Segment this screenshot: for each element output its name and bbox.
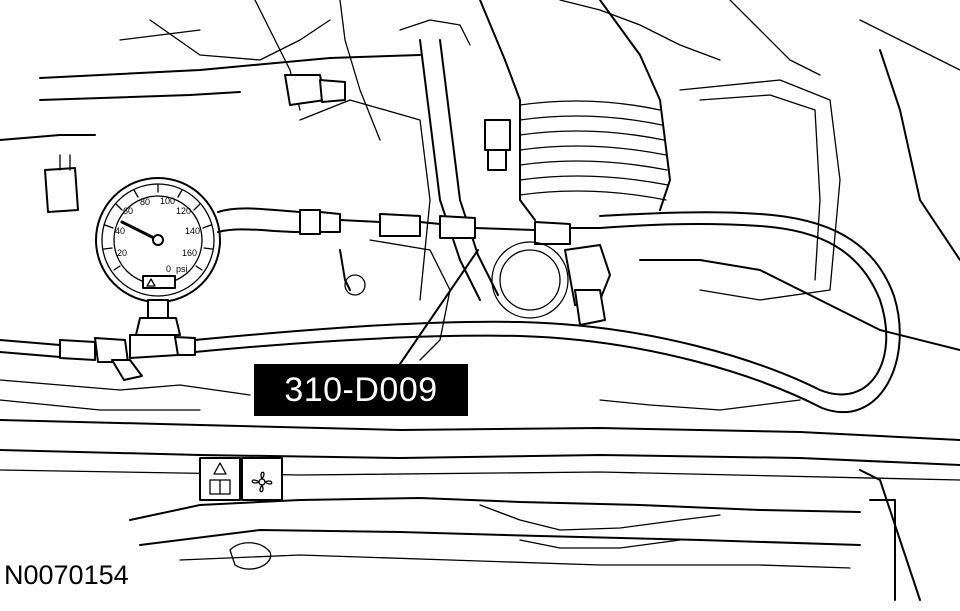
fuel-rail-test-port xyxy=(339,241,611,326)
air-intake-hose xyxy=(479,0,671,221)
fuel-rail-line xyxy=(419,39,511,301)
warning-triangle-icon xyxy=(213,462,227,475)
gauge-scale-140: 140 xyxy=(185,226,200,236)
gauge-scale-80: 80 xyxy=(140,197,150,207)
gauge-scale-60: 60 xyxy=(123,206,133,216)
tool-callout-label: 310-D009 xyxy=(254,364,468,416)
gauge-zero: 0 xyxy=(166,264,171,274)
warning-labels xyxy=(199,457,283,501)
gauge-scale-100: 100 xyxy=(160,196,175,206)
callout-leader xyxy=(399,249,479,365)
gauge-scale-40: 40 xyxy=(115,226,125,236)
gauge-hoses xyxy=(0,207,901,414)
gauge-scale-20: 20 xyxy=(117,248,127,258)
fan-icon xyxy=(251,471,273,493)
gauge-scale-120: 120 xyxy=(176,206,191,216)
figure-id: N0070154 xyxy=(4,560,129,590)
gauge-unit: psi xyxy=(176,264,188,274)
electrical-connector xyxy=(44,74,346,213)
manual-book-icon xyxy=(209,479,231,495)
gauge-ticks xyxy=(103,183,213,271)
gauge-scale-160: 160 xyxy=(182,248,197,258)
gauge-needle xyxy=(120,220,160,242)
fuel-pressure-gauge: 20 40 60 80 100 120 140 160 psi 0 xyxy=(95,177,221,336)
